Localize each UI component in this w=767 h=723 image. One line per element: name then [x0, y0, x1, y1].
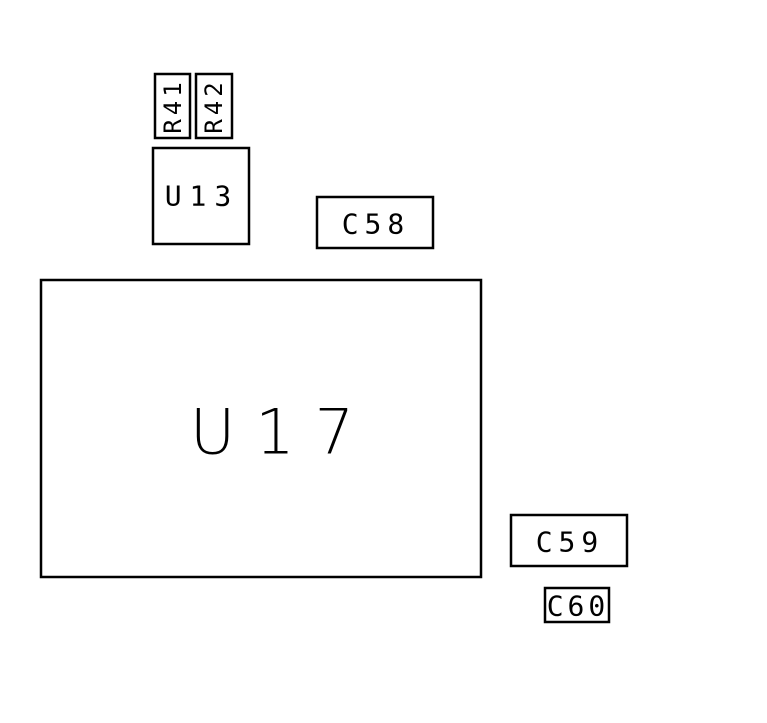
c58-label: C58: [342, 208, 411, 241]
c60-label: C60: [547, 590, 610, 623]
c59-outline: [509, 513, 629, 568]
c59-label: C59: [536, 526, 605, 559]
r41-label: R41: [159, 78, 187, 133]
component-u13: U13: [151, 146, 251, 246]
c58-outline: [315, 195, 435, 250]
component-r41: R41: [153, 72, 192, 140]
component-u17: U17: [39, 278, 483, 579]
u13-label: U13: [165, 180, 240, 213]
component-c58: C58: [315, 195, 435, 250]
component-r42: R42: [194, 72, 234, 140]
component-c59: C59: [509, 513, 629, 568]
u17-outline: [39, 278, 483, 579]
component-c60: C60: [543, 586, 611, 624]
u17-label: U17: [190, 396, 374, 469]
r41-outline: [153, 72, 192, 140]
r42-label: R42: [200, 78, 228, 133]
c60-outline: [543, 586, 611, 624]
u13-outline: [151, 146, 251, 246]
r42-outline: [194, 72, 234, 140]
